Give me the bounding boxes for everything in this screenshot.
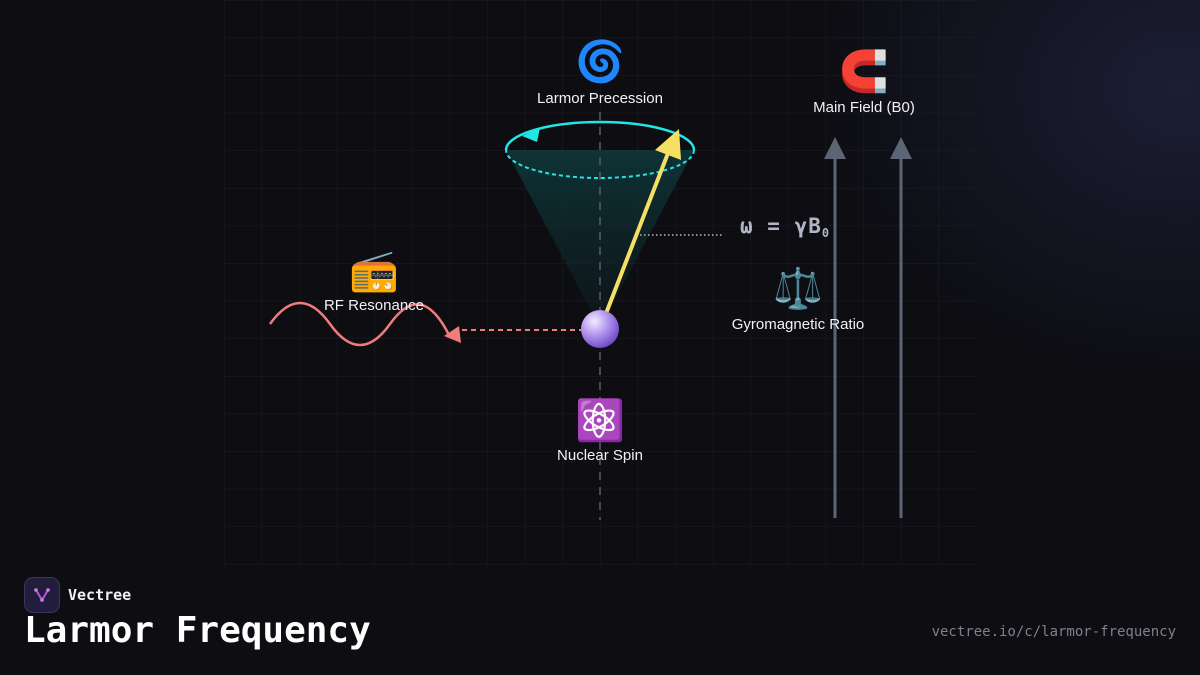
spin-vector xyxy=(598,146,672,331)
larmor-precession-label: Larmor Precession xyxy=(537,90,663,107)
rf-arrowhead xyxy=(444,326,461,343)
page-title: Larmor Frequency xyxy=(24,610,371,651)
precession-arrowhead xyxy=(522,128,540,142)
field-line xyxy=(890,137,912,518)
magnet-icon: 🧲 xyxy=(839,49,889,95)
formula-subscript: 0 xyxy=(821,226,831,240)
formula-main: ω = γB xyxy=(740,214,822,238)
atom-icon: ⚛️ xyxy=(575,398,625,444)
brand[interactable]: Vectree xyxy=(24,577,131,613)
scales-icon: ⚖️ xyxy=(773,266,823,312)
vectree-logo-icon xyxy=(24,577,60,613)
gyromagnetic-ratio-label: Gyromagnetic Ratio xyxy=(731,316,865,333)
rf-resonance-label: RF Resonance xyxy=(323,297,425,314)
nuclear-spin-label: Nuclear Spin xyxy=(557,447,643,464)
rf-wave xyxy=(268,301,452,347)
larmor-formula: ω = γB0 xyxy=(740,214,830,240)
brand-name: Vectree xyxy=(68,586,132,604)
main-field-label: Main Field (B0) xyxy=(813,99,915,116)
precession-orbit-back xyxy=(504,120,696,151)
nucleus-sphere xyxy=(581,310,619,348)
spiral-icon: 🌀 xyxy=(575,39,625,85)
radio-icon: 📻 xyxy=(349,248,399,294)
spin-vector-arrowhead xyxy=(655,129,681,160)
precession-orbit-front xyxy=(505,149,695,179)
page-url[interactable]: vectree.io/c/larmor-frequency xyxy=(931,624,1176,640)
field-line xyxy=(824,137,846,518)
